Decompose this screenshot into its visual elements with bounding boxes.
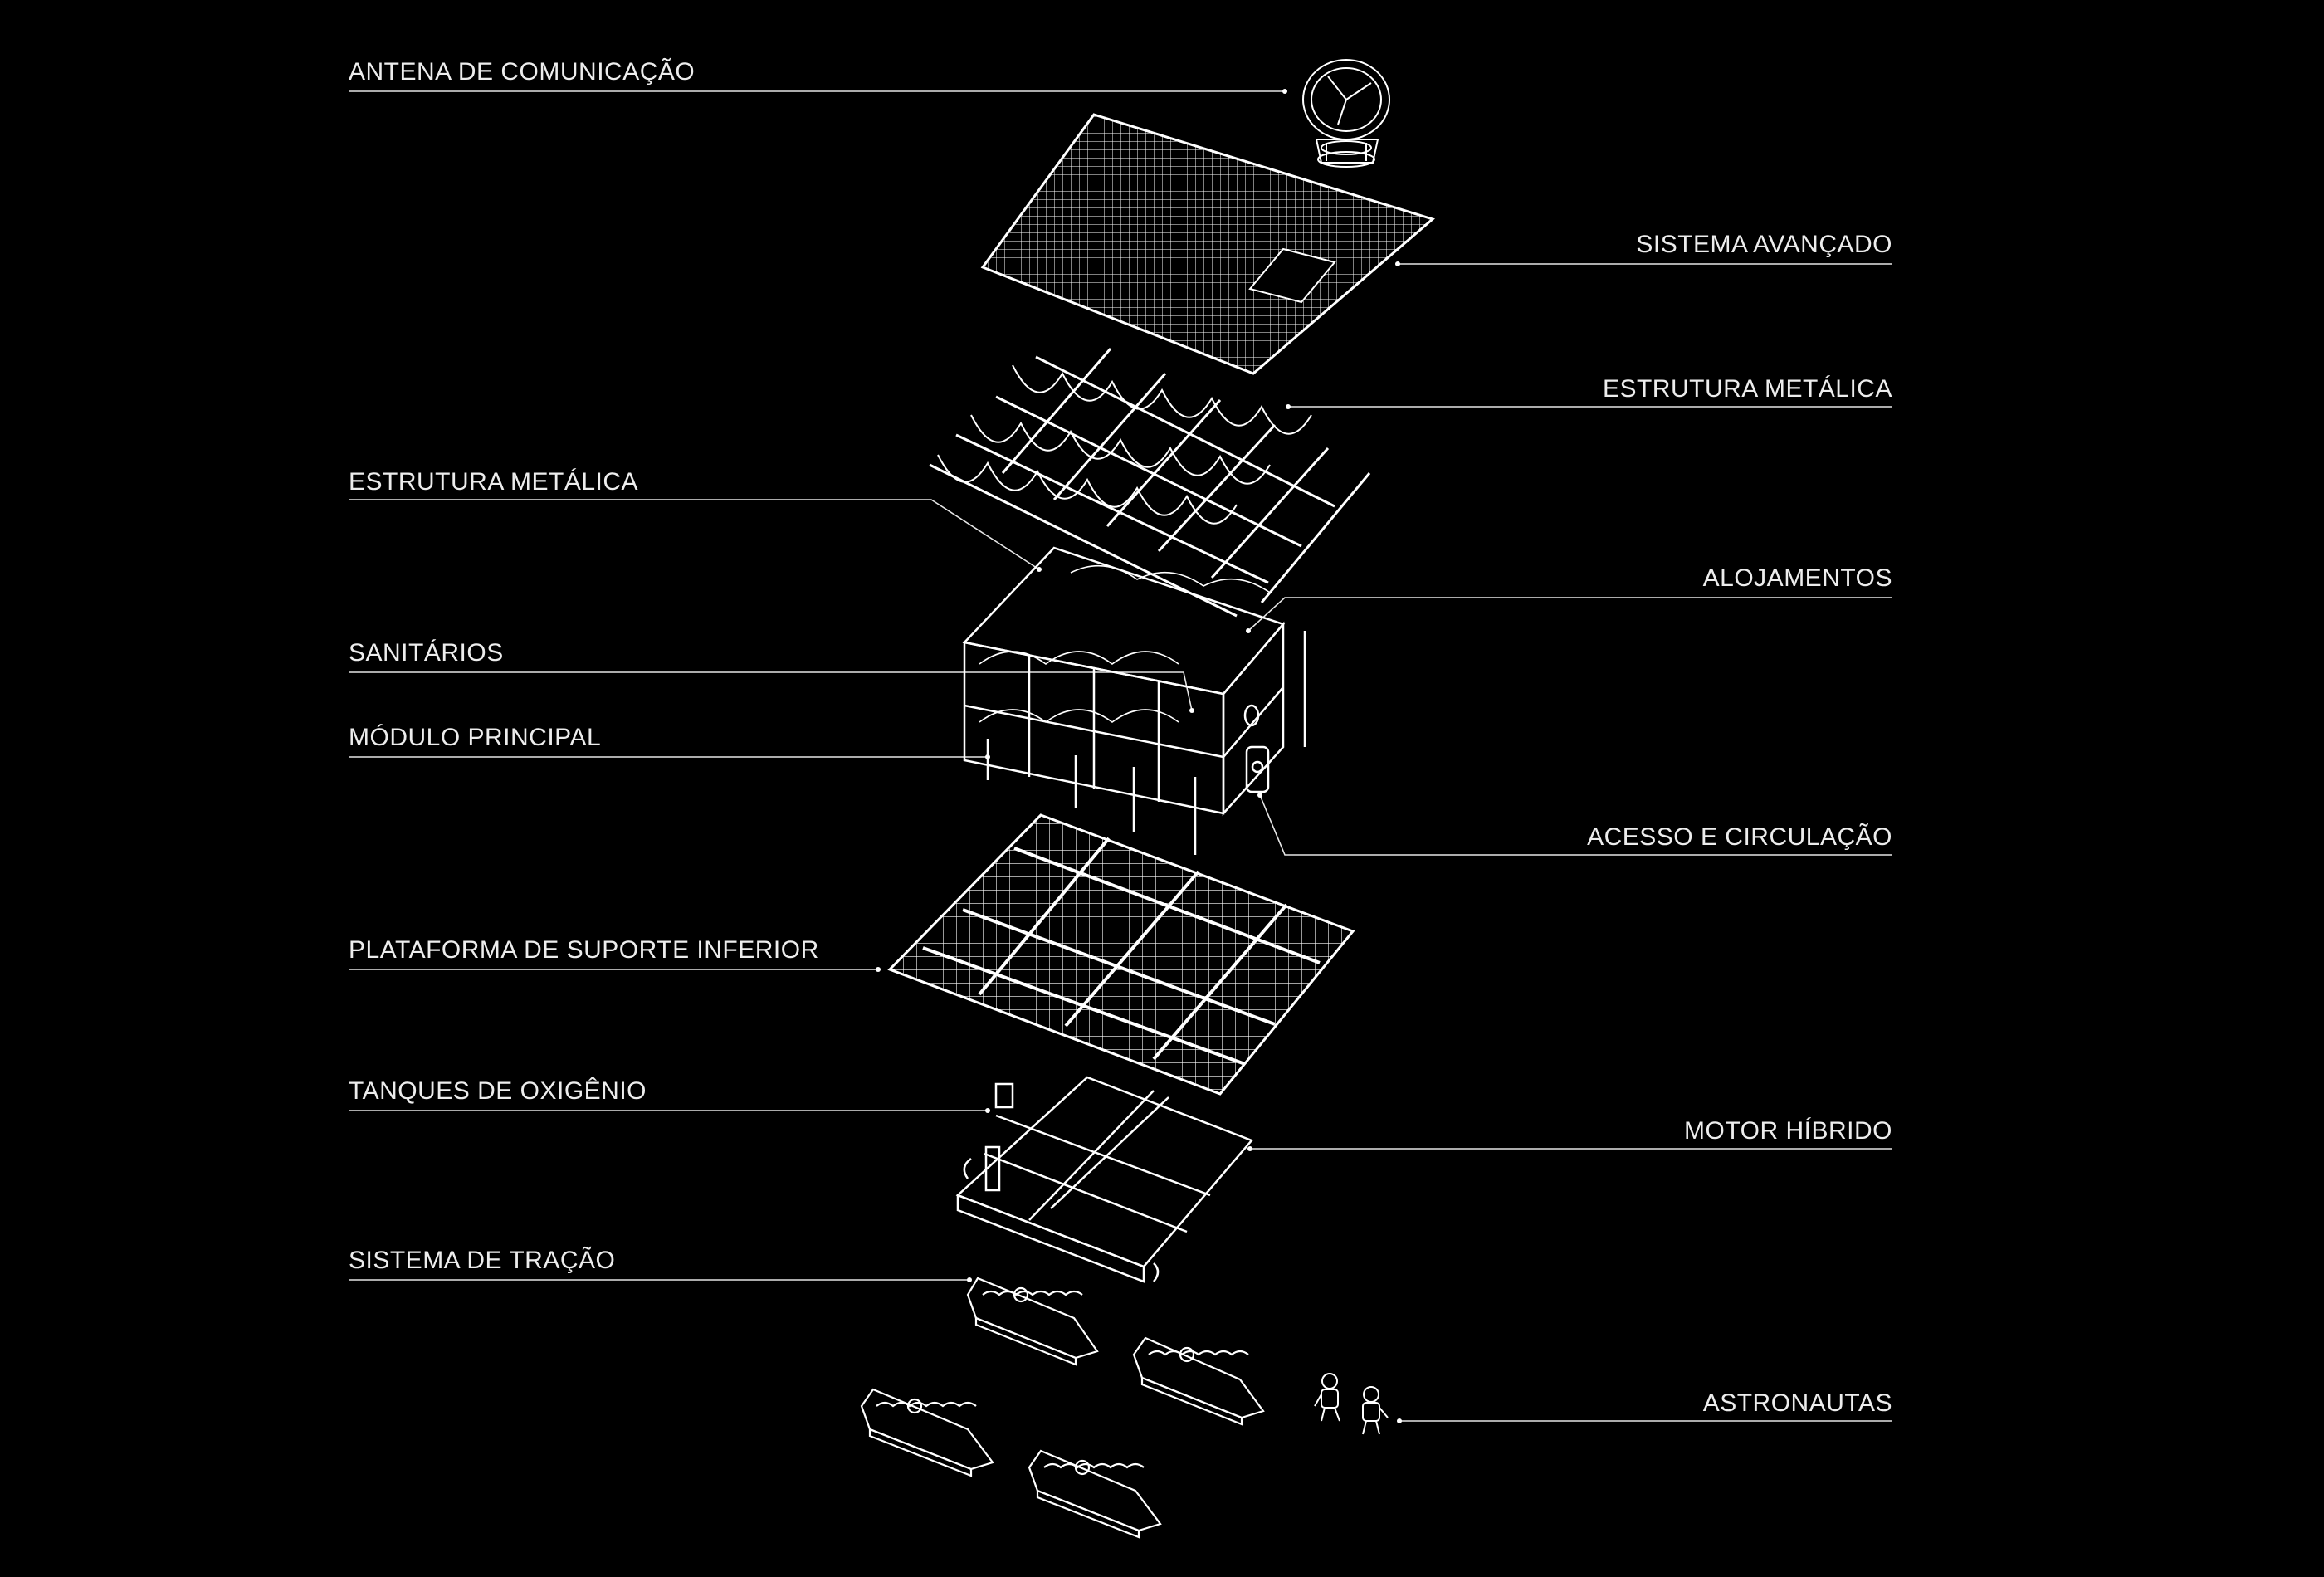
label-modulo-principal: MÓDULO PRINCIPAL: [349, 724, 602, 751]
label-sanitarios: SANITÁRIOS: [349, 639, 504, 666]
label-alojamentos: ALOJAMENTOS: [1702, 564, 1892, 592]
astronaut-2: [1362, 1386, 1389, 1435]
label-motor: MOTOR HÍBRIDO: [1684, 1117, 1892, 1145]
label-astronautas: ASTRONAUTAS: [1702, 1389, 1892, 1417]
track-unit-2: [1132, 1336, 1265, 1426]
solar-panel: [980, 113, 1436, 375]
label-acesso-circulacao: ACESSO E CIRCULAÇÃO: [1587, 823, 1892, 851]
label-sistema-avancado: SISTEMA AVANÇADO: [1636, 231, 1892, 258]
leader-acesso-circulacao: [1259, 794, 1892, 856]
leader-lines: [349, 90, 1892, 1422]
leader-dots: [876, 89, 1402, 1423]
leader-sanitarios: [349, 671, 1193, 711]
label-plataforma: PLATAFORMA DE SUPORTE INFERIOR: [349, 936, 819, 964]
leader-estrutura-metalica-left: [349, 499, 1040, 570]
track-unit-4: [1028, 1449, 1162, 1539]
label-tanques: TANQUES DE OXIGÊNIO: [349, 1077, 647, 1105]
label-estrutura-metalica-right: ESTRUTURA METÁLICA: [1602, 375, 1892, 403]
track-unit-1: [966, 1277, 1099, 1366]
track-unit-3: [860, 1388, 994, 1477]
upper-truss: [929, 348, 1371, 618]
antenna-dish: [1302, 59, 1390, 168]
engine-tank-unit: [955, 1076, 1254, 1283]
label-sistema-tracao: SISTEMA DE TRAÇÃO: [349, 1247, 616, 1274]
leader-alojamentos: [1247, 597, 1892, 632]
label-antena: ANTENA DE COMUNICAÇÃO: [349, 58, 696, 85]
astronaut-1: [1314, 1373, 1340, 1422]
label-estrutura-metalica-left: ESTRUTURA METÁLICA: [349, 468, 639, 496]
main-module: [962, 546, 1306, 855]
support-platform: [887, 813, 1355, 1096]
